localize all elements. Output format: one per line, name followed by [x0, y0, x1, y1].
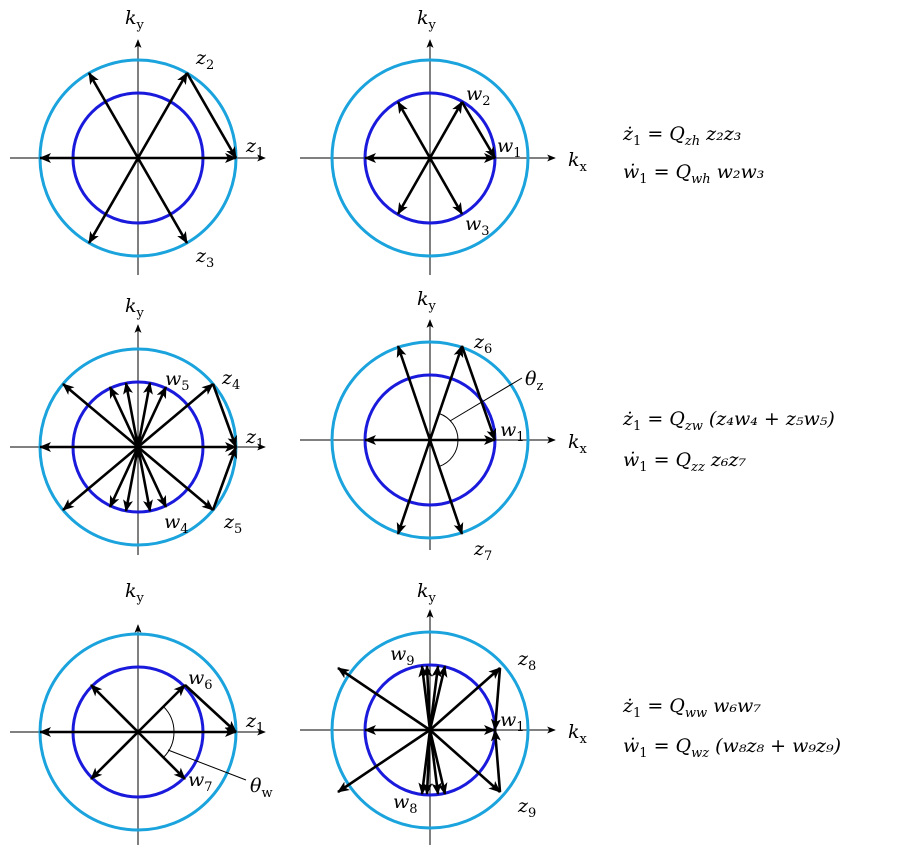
panel-p1: ky z2 z1 z3: [10, 7, 266, 275]
wave-vector: [137, 684, 186, 733]
vector-label-w1: w1: [497, 135, 522, 161]
wave-vector: [460, 101, 497, 159]
vector-label-z2: z2: [195, 47, 214, 73]
equation-6: ẇ1 = Qwz (w₈z₈ + w₉z₉): [623, 735, 841, 761]
vector-label-w8: w8: [393, 791, 418, 817]
wave-vector: [429, 729, 501, 793]
outer-circle: [330, 58, 530, 258]
vector-label-z4: z4: [221, 367, 240, 393]
wave-vector: [428, 439, 464, 535]
vector-label-w6: w6: [188, 667, 213, 693]
wave-vector: [428, 157, 464, 215]
wave-vector: [136, 446, 153, 512]
wave-vector: [136, 157, 189, 244]
vector-label-z5: z5: [223, 511, 242, 537]
equation-2: ẇ1 = Qwh w₂w₃: [623, 161, 764, 187]
vector-label-w4: w4: [164, 511, 189, 537]
equation-1: ż1 = Qzh z₂z₃: [622, 123, 741, 149]
vector-label-z7: z7: [473, 538, 492, 564]
wave-vector: [87, 157, 140, 244]
vector-label-w1: w1: [500, 419, 525, 445]
wave-vector: [422, 665, 433, 731]
wave-vector: [211, 383, 238, 448]
panel-p6: ky kx w9 z8 w1 w8 z9: [300, 580, 588, 845]
wave-vector: [62, 446, 139, 511]
ky-label: ky: [125, 295, 145, 321]
vector-label-z1: z1: [245, 426, 264, 452]
wave-vector: [137, 731, 186, 780]
vector-label-z8: z8: [517, 648, 536, 674]
vector-label-z6: z6: [473, 331, 492, 357]
wave-vector: [428, 665, 448, 731]
wave-vector: [108, 386, 140, 448]
vector-label-z1: z1: [245, 135, 264, 161]
wave-vector: [211, 446, 238, 511]
wave-vector: [422, 729, 433, 795]
kx-label: kx: [568, 431, 588, 457]
wave-vector: [137, 383, 214, 448]
vector-label-w5: w5: [165, 368, 190, 394]
wave-vector: [90, 684, 139, 733]
vector-label-z9: z9: [517, 795, 536, 821]
outer-circle: [330, 340, 530, 540]
wave-vector: [108, 446, 140, 508]
wave-vector: [185, 72, 238, 159]
wave-vector: [396, 101, 432, 159]
wave-vector: [62, 383, 139, 448]
ky-label: ky: [125, 7, 145, 33]
vector-label-z3: z3: [195, 245, 214, 271]
wave-vector: [136, 72, 189, 159]
vector-label-w7: w7: [188, 769, 213, 795]
wave-vector: [123, 446, 140, 512]
wave-vector: [136, 446, 168, 508]
wave-vector: [90, 731, 139, 780]
ky-label: ky: [125, 580, 145, 606]
kx-label: kx: [568, 149, 588, 175]
outer-circle: [330, 630, 530, 830]
equation-layer: ż1 = Qzh z₂z₃ ẇ1 = Qwh w₂w₃ ż1 = Qzw (z₄w₄…: [622, 123, 841, 761]
equation-5: ż1 = Qww w₆w₇: [622, 695, 761, 721]
kx-label: kx: [568, 721, 588, 747]
angle-leader: [449, 377, 523, 422]
wave-vector: [396, 157, 432, 215]
wave-vector: [428, 101, 464, 159]
angle-leader: [167, 749, 247, 781]
vector-label-w3: w3: [465, 213, 490, 239]
panel-p5: ky w6 z1 w7 θw: [10, 580, 273, 845]
wave-vector: [428, 729, 448, 795]
wave-vector: [137, 446, 214, 511]
equation-3: ż1 = Qzw (z₄w₄ + z₅w₅): [622, 408, 835, 434]
wave-vector: [184, 684, 237, 733]
panel-p3: ky w5 z4 z1 w4 z5: [10, 295, 266, 555]
wave-vector: [337, 666, 431, 732]
wave-vector: [396, 345, 432, 441]
wave-vector: [490, 667, 502, 731]
ky-label: ky: [417, 580, 437, 606]
wave-vector: [123, 382, 140, 448]
vector-label-thetaw: θw: [250, 775, 273, 801]
equation-4: ẇ1 = Qzz z₆z₇: [623, 449, 747, 475]
wave-vector: [87, 72, 140, 159]
vector-label-thetaz: θz: [525, 368, 543, 394]
wave-vector: [460, 345, 497, 441]
vector-label-w2: w2: [466, 83, 491, 109]
wave-vector: [429, 667, 501, 731]
angle-arc: [438, 413, 459, 467]
wave-vector: [136, 382, 153, 448]
ky-label: ky: [417, 288, 437, 314]
wave-vector: [396, 439, 432, 535]
wave-vector: [428, 345, 464, 441]
wave-vector: [490, 729, 502, 793]
angle-arc: [163, 706, 175, 758]
wave-vector: [136, 386, 168, 448]
vector-label-w1: w1: [500, 709, 525, 735]
vector-label-w9: w9: [390, 643, 415, 669]
vector-label-z1: z1: [245, 710, 264, 736]
wave-vector: [337, 728, 431, 794]
ky-label: ky: [417, 7, 437, 33]
